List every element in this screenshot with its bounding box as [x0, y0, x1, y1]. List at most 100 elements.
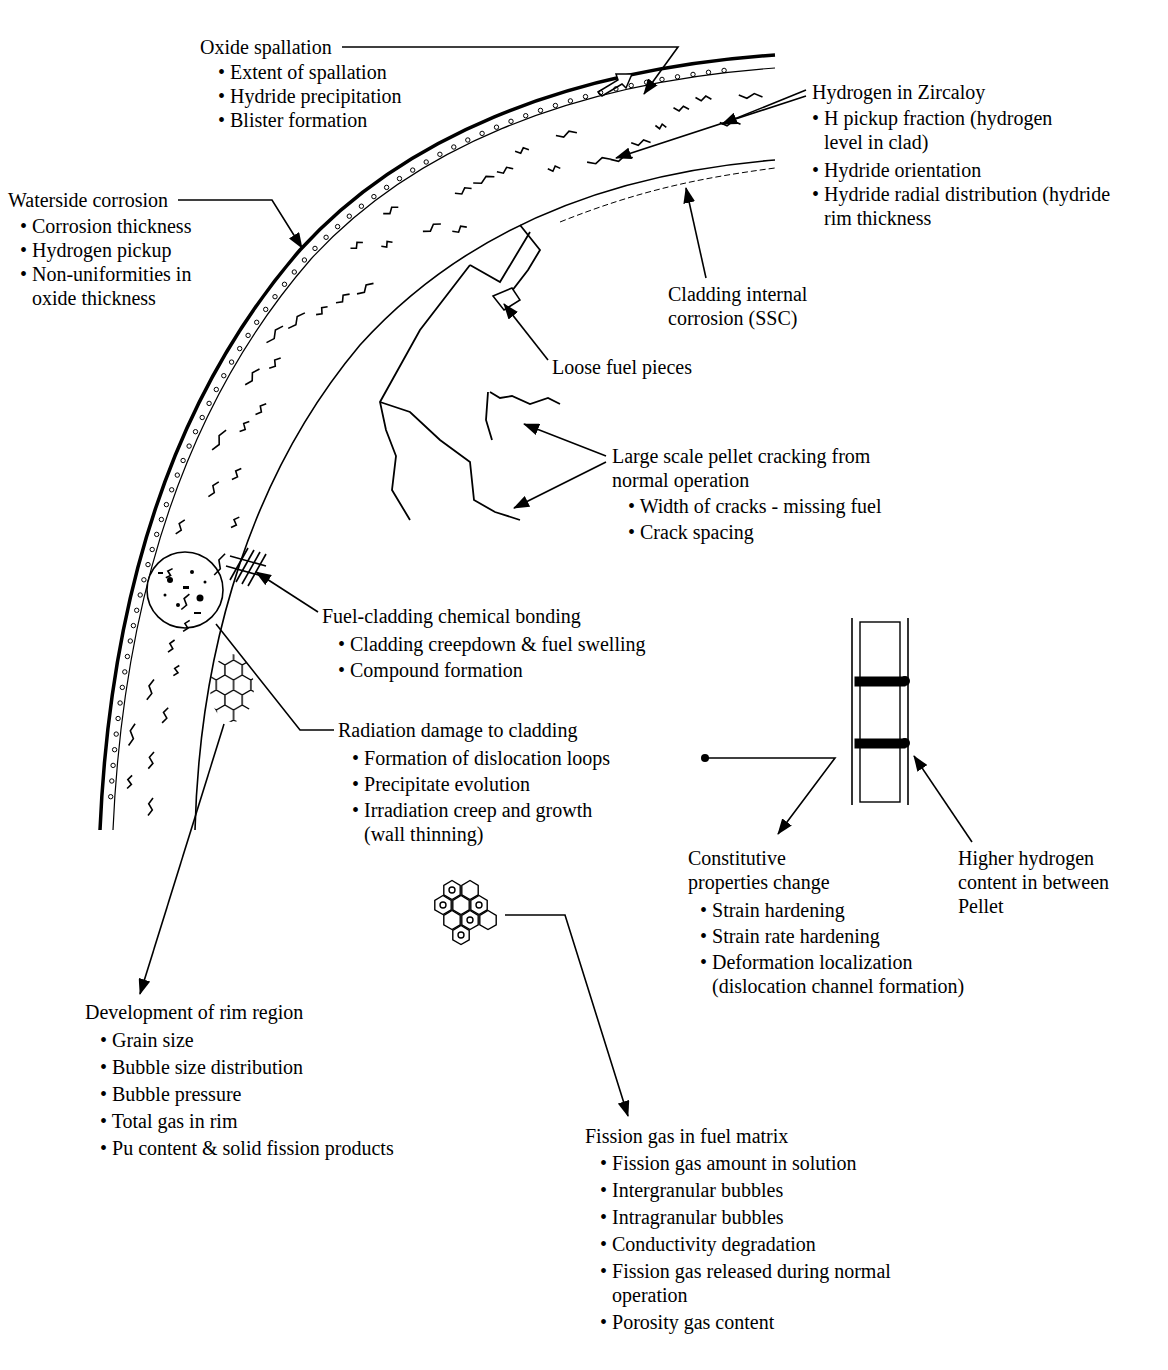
oxide-dot	[411, 168, 415, 172]
hydride-stroke	[127, 775, 132, 788]
oxide-dot	[706, 70, 710, 74]
hydride-stroke	[587, 158, 611, 164]
hydride-stroke	[548, 166, 561, 171]
oxide-dot	[135, 608, 139, 612]
pellet-stack	[852, 618, 908, 805]
hydride-stroke	[148, 752, 154, 769]
oxide-dot	[691, 72, 695, 76]
hydride-stroke	[148, 798, 153, 816]
hydride-stroke	[497, 167, 513, 173]
callout-label: • Deformation localization (dislocation …	[700, 950, 1002, 998]
callout-label: • Compound formation	[338, 658, 523, 682]
hydride-stroke	[173, 666, 179, 676]
hydride-stroke	[231, 517, 239, 527]
gas-bubble	[440, 902, 446, 908]
oxide-dot	[324, 235, 328, 239]
callout-label: • Extent of spallation	[218, 60, 387, 84]
callout-label: • Bubble size distribution	[100, 1055, 303, 1079]
oxide-dot	[159, 517, 163, 521]
callout-label: • Bubble pressure	[100, 1082, 241, 1106]
hydride-stroke	[473, 176, 494, 183]
oxide-dot	[397, 176, 401, 180]
hydride-stroke	[316, 307, 328, 315]
oxide-dot	[509, 119, 513, 123]
callout-label: Waterside corrosion	[8, 188, 168, 212]
oxide-dot	[583, 94, 587, 98]
hydride-stroke	[739, 94, 763, 99]
oxide-dot	[598, 90, 602, 94]
hydride-stroke	[357, 283, 374, 294]
oxide-dot	[372, 194, 376, 198]
callout-label: • Hydride precipitation	[218, 84, 402, 108]
oxide-dot	[111, 763, 115, 767]
callout-label: Large scale pellet cracking from normal …	[612, 444, 912, 492]
gas-bubble	[449, 887, 455, 893]
oxide-dot	[292, 270, 296, 274]
callout-label: Higher hydrogen content in between Pelle…	[958, 846, 1153, 918]
rim-grains	[205, 650, 265, 730]
callout-label: • Hydrogen pickup	[20, 238, 171, 262]
callout-label: • Corrosion thickness	[20, 214, 191, 238]
oxide-dot	[273, 295, 277, 299]
oxide-dot	[313, 246, 317, 250]
callout-label: Fuel-cladding chemical bonding	[322, 604, 581, 628]
cladding-outer-surface	[100, 55, 775, 830]
callout-label: • Strain rate hardening	[700, 924, 880, 948]
hydride-stroke	[214, 554, 225, 575]
hydride-stroke	[515, 148, 529, 153]
oxide-dot	[125, 654, 129, 658]
oxide-dot	[335, 224, 339, 228]
dislocation-loops	[158, 570, 207, 614]
oxide-dot	[123, 670, 127, 674]
callout-label: • Total gas in rim	[100, 1109, 237, 1133]
oxide-dot	[142, 578, 146, 582]
oxide-dot	[384, 185, 388, 189]
hydride-stroke	[655, 124, 666, 129]
oxide-dot	[660, 77, 664, 81]
oxide-dot	[175, 473, 179, 477]
oxide-dot	[131, 623, 135, 627]
hydride-stroke	[288, 313, 305, 329]
hydride-stroke	[240, 422, 250, 432]
oxide-dot	[347, 214, 351, 218]
hydride-stroke	[166, 569, 173, 578]
callout-label: • Conductivity degradation	[600, 1232, 816, 1256]
callout-label: Development of rim region	[85, 1000, 303, 1024]
callout-label: • Non-uniformities in oxide thickness	[20, 262, 207, 310]
hydride-stroke	[208, 482, 218, 497]
oxide-dot	[214, 387, 218, 391]
hydride-stroke	[674, 106, 690, 111]
oxide-dot	[644, 80, 648, 84]
oxide-dot	[524, 114, 528, 118]
hydride-stroke	[696, 96, 712, 101]
oxide-dot	[302, 258, 306, 262]
bonding-hatch	[226, 548, 266, 586]
callout-label: Hydrogen in Zircaloy	[812, 80, 985, 104]
oxide-dot	[675, 75, 679, 79]
hydride-stroke	[129, 724, 136, 746]
oxide-dot	[222, 374, 226, 378]
hydride-stroke	[267, 326, 284, 343]
hydride-stroke	[556, 131, 577, 137]
callout-label: • Grain size	[100, 1028, 194, 1052]
hydride-stroke	[168, 640, 175, 652]
grain-hexagon	[480, 911, 496, 930]
gas-bubble	[467, 917, 473, 923]
oxide-dot	[629, 83, 633, 87]
hydride-stroke	[631, 140, 650, 145]
oxide-dot	[494, 125, 498, 129]
callout-label: Cladding internal corrosion (SSC)	[668, 282, 868, 330]
oxide-dot	[164, 502, 168, 506]
oxide-dot	[200, 415, 204, 419]
oxide-dot	[181, 458, 185, 462]
oxide-dot	[255, 320, 259, 324]
hydride-stroke	[423, 224, 441, 231]
hydride-stroke	[162, 708, 168, 723]
oxide-dot	[359, 204, 363, 208]
hydride-stroke	[351, 242, 363, 248]
oxide-dot	[170, 488, 174, 492]
callout-label: • H pickup fraction (hydrogen level in c…	[812, 106, 1059, 154]
callout-label: • Fission gas released during normal ope…	[600, 1259, 892, 1307]
hydride-stroke	[381, 242, 392, 248]
